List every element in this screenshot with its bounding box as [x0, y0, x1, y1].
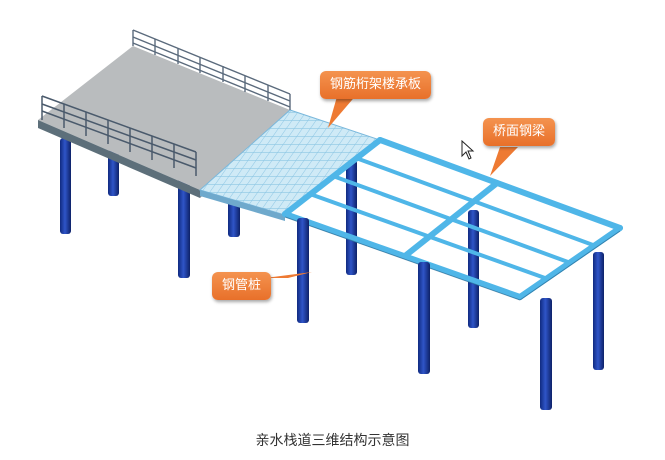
callout-pointers [265, 93, 518, 278]
mouse-pointer-icon [461, 140, 475, 160]
callout-pipe-pile-label: 钢管桩 [222, 278, 262, 293]
railing-rear [132, 29, 291, 110]
pipe-piles-rear [60, 138, 479, 328]
callout-deck-slab-label: 钢筋桁架楼承板 [330, 77, 422, 92]
diagram-caption: 亲水栈道三维结构示意图 [255, 433, 410, 449]
beam-edges [284, 216, 621, 301]
railing-front [41, 95, 197, 176]
bridge-steel-beams [282, 137, 623, 300]
callout-deck-slab: 钢筋桁架楼承板 [320, 71, 432, 99]
callout-pipe-pile: 钢管桩 [212, 272, 272, 300]
callout-bridge-beam-label: 桥面钢梁 [493, 124, 546, 139]
pipe-piles-front [297, 218, 604, 410]
callout-bridge-beam: 桥面钢梁 [483, 118, 556, 146]
